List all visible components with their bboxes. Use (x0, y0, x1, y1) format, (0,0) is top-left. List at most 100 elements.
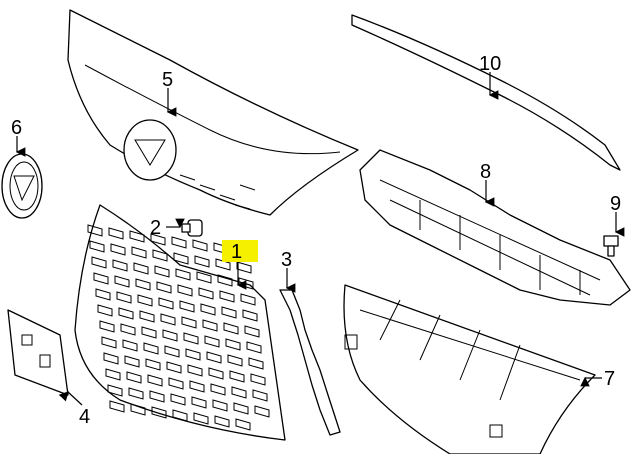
grille-slat (118, 307, 134, 320)
grille-slat (225, 338, 241, 351)
grille-slat (171, 236, 187, 249)
grille-slat (158, 297, 174, 310)
grille-slat (212, 399, 228, 412)
part-molding-strip (351, 14, 621, 171)
grille-slat (122, 339, 138, 352)
grille-slat (137, 294, 153, 307)
grille-slat (160, 313, 176, 326)
callout-1[interactable]: 1 (231, 241, 242, 263)
grille-slat (233, 402, 249, 415)
grille-slat (189, 380, 205, 393)
grille-slat (223, 322, 239, 335)
grille-slat (95, 288, 111, 301)
grille-slat (191, 396, 207, 409)
grille-slat (170, 393, 186, 406)
grille-slat (177, 284, 193, 297)
grille-slat (236, 261, 252, 274)
grille-slat (141, 326, 157, 339)
grille-slat (196, 271, 212, 284)
callout-8[interactable]: 8 (480, 161, 491, 183)
grille-slat (244, 325, 260, 338)
grille-slat (151, 406, 167, 419)
part-bracket (359, 149, 631, 306)
grille-slat (87, 224, 103, 237)
grille-slat (194, 255, 210, 268)
grille-slat (248, 357, 264, 370)
grille-slat (116, 291, 132, 304)
grille-slat (179, 300, 195, 313)
grille-slat (89, 240, 105, 253)
grille-slat (133, 262, 149, 275)
grille-slat (200, 303, 216, 316)
grille-slat (108, 227, 124, 240)
grille-slat (93, 272, 109, 285)
grille-slat (221, 306, 237, 319)
grille-slat (208, 367, 224, 380)
callout-5[interactable]: 5 (162, 69, 173, 91)
grille-slat (219, 290, 235, 303)
part-clip-2 (181, 219, 203, 237)
grille-slat (198, 287, 214, 300)
grille-slat (229, 370, 245, 383)
grille-slat (162, 329, 178, 342)
grille-slat (99, 320, 115, 333)
grille-slat (164, 345, 180, 358)
grille-slat (150, 233, 166, 246)
callout-2[interactable]: 2 (150, 217, 161, 239)
grille-slat (145, 358, 161, 371)
grille-slat (217, 274, 233, 287)
grille-slat (187, 364, 203, 377)
callout-10[interactable]: 10 (479, 53, 501, 75)
part-seal-strip (279, 289, 341, 436)
grille-slat (254, 405, 270, 418)
part-lower-cover (343, 284, 596, 454)
grille-slat (110, 243, 126, 256)
callout-7[interactable]: 7 (604, 368, 615, 390)
grille-slat (206, 351, 222, 364)
grille-slat (192, 239, 208, 252)
grille-slat (147, 374, 163, 387)
part-bolt-9 (603, 235, 619, 257)
grille-slat (124, 355, 140, 368)
callout-1-highlight (222, 240, 258, 262)
grille-slat (240, 293, 256, 306)
grille-slat (214, 415, 230, 428)
grille-slat (172, 409, 188, 422)
part-emblem (1, 153, 43, 219)
part-main-grille (74, 204, 286, 441)
grille-slat (210, 383, 226, 396)
part-upper-grille-frame (67, 9, 359, 216)
callout-4[interactable]: 4 (79, 406, 90, 428)
grille-slat (246, 341, 262, 354)
grille-slat (204, 335, 220, 348)
grille-slat (173, 252, 189, 265)
callout-6[interactable]: 6 (11, 117, 22, 139)
grille-slat (183, 332, 199, 345)
grille-slat (175, 268, 191, 281)
grille-slat (166, 361, 182, 374)
grille-slat (250, 373, 266, 386)
callout-3[interactable]: 3 (281, 249, 292, 271)
grille-slat (131, 246, 147, 259)
grille-slat (235, 418, 251, 431)
grille-slat (156, 281, 172, 294)
part-license-bracket (7, 309, 69, 396)
grille-slat (143, 342, 159, 355)
grille-slat (139, 310, 155, 323)
grille-slat (193, 412, 209, 425)
grille-slat (227, 354, 243, 367)
callout-9[interactable]: 9 (610, 193, 621, 215)
grille-slat (181, 316, 197, 329)
grille-slat (97, 304, 113, 317)
grille-slat (242, 309, 258, 322)
callout-leaders (15, 72, 625, 406)
grille-slat (130, 403, 146, 416)
grille-slat (149, 390, 165, 403)
grille-slat (231, 386, 247, 399)
grille-slat (252, 389, 268, 402)
grille-slat (105, 368, 121, 381)
grille-slat (109, 400, 125, 413)
grille-slat (107, 384, 123, 397)
grille-slat (101, 336, 117, 349)
